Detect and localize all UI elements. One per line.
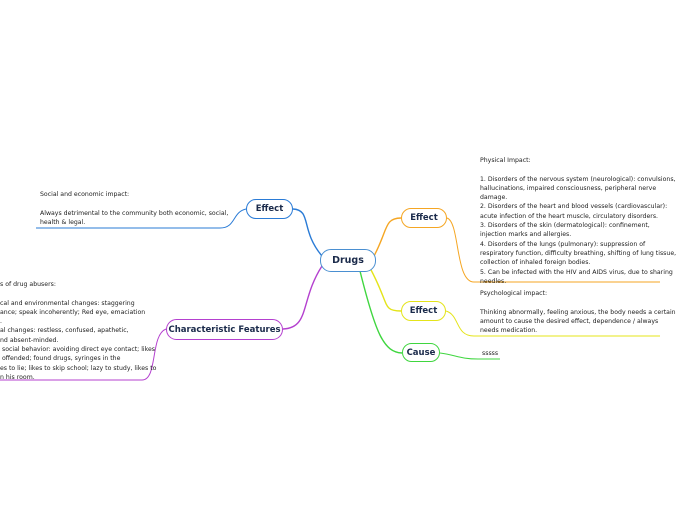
note-social-economic-impact: Social and economic impact: Always detri… <box>40 191 229 226</box>
note-cause: sssss <box>482 350 499 357</box>
topic-characteristic-label: Characteristic Features <box>168 324 281 335</box>
note-characteristic-features: s of drug abusers: cal and environmental… <box>0 281 157 381</box>
topic-effect-physical[interactable]: Effect <box>401 208 447 228</box>
topic-effect-social-label: Effect <box>255 204 284 214</box>
topic-characteristic-features[interactable]: Characteristic Features <box>166 319 283 340</box>
note-connector-effect-physical <box>446 217 660 283</box>
topic-cause[interactable]: Cause <box>402 343 440 362</box>
central-topic-drugs[interactable]: Drugs <box>320 249 376 272</box>
note-connector-characteristic <box>0 328 167 381</box>
topic-effect-social[interactable]: Effect <box>246 199 293 219</box>
note-connector-effect-social <box>36 208 247 229</box>
connector-characteristic <box>282 265 323 330</box>
topic-effect-psych-label: Effect <box>409 306 438 316</box>
connector-effect-psych <box>369 267 402 312</box>
note-physical-impact: Physical Impact: 1. Disorders of the ner… <box>480 157 677 285</box>
connector-cause <box>359 270 403 354</box>
connector-effect-physical <box>373 217 402 257</box>
note-connector-effect-psych <box>445 310 660 337</box>
topic-effect-physical-label: Effect <box>410 213 438 223</box>
central-topic-label: Drugs <box>332 255 364 266</box>
topic-effect-psychological[interactable]: Effect <box>401 301 446 321</box>
note-connector-cause <box>439 352 500 360</box>
connector-effect-social <box>292 208 323 257</box>
note-psychological-impact: Psychological impact: Thinking abnormall… <box>480 290 676 335</box>
topic-cause-label: Cause <box>406 347 436 358</box>
